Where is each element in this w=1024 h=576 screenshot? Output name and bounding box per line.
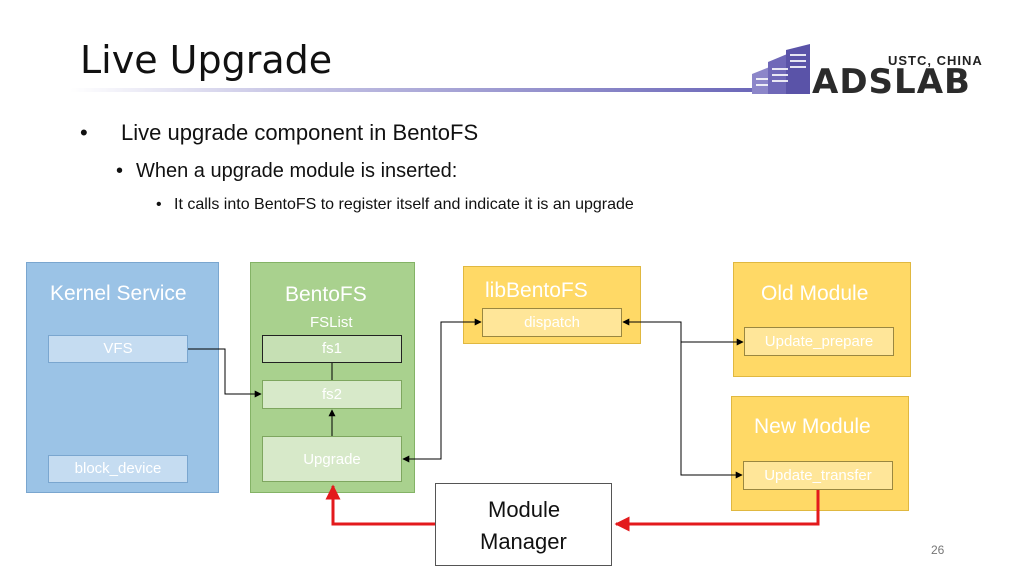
- bullet-level2: When a upgrade module is inserted:: [136, 160, 458, 182]
- module-manager-line1: Module: [488, 497, 561, 522]
- dispatch-prepare-arrow: [622, 318, 744, 346]
- logo-wordmark: ADSLAB: [812, 62, 971, 102]
- vfs-box: VFS: [48, 335, 188, 363]
- module-manager-box: [435, 483, 612, 566]
- slide-title: Live Upgrade: [80, 38, 333, 82]
- update-prepare-box: Update_prepare: [744, 327, 894, 356]
- bullet-level1: Live upgrade component in BentoFS: [121, 120, 479, 145]
- kernel-service-box: [26, 262, 219, 493]
- building-logo-icon: [752, 44, 810, 94]
- fslist-label: FSList: [310, 314, 353, 331]
- old-module-box: [733, 262, 911, 377]
- dispatch-box: dispatch: [482, 308, 622, 337]
- bentofs-title: BentoFS: [285, 283, 367, 306]
- fs1-box: fs1: [262, 335, 402, 363]
- bullet-dot-3: •: [156, 196, 162, 213]
- block-device-box: block_device: [48, 455, 188, 483]
- new-module-box: [731, 396, 909, 511]
- upgrade-box: Upgrade: [262, 436, 402, 482]
- new-module-title: New Module: [754, 415, 871, 438]
- logo-subtitle: USTC, CHINA: [888, 53, 983, 68]
- module-manager-line2: Manager: [480, 529, 567, 554]
- fs2-box: fs2: [262, 380, 402, 409]
- kernel-service-title: Kernel Service: [50, 282, 187, 305]
- bullet-dot-2: •: [116, 160, 124, 182]
- page-number: 26: [931, 543, 945, 557]
- libbentofs-title: libBentoFS: [485, 279, 588, 302]
- old-module-title: Old Module: [761, 282, 869, 305]
- update-transfer-box: Update_transfer: [743, 461, 893, 490]
- adslab-logo: [750, 44, 1012, 96]
- title-underline: [70, 88, 760, 92]
- bullet-dot-1: •: [80, 120, 88, 145]
- bullet-level3: It calls into BentoFS to register itself…: [174, 196, 634, 213]
